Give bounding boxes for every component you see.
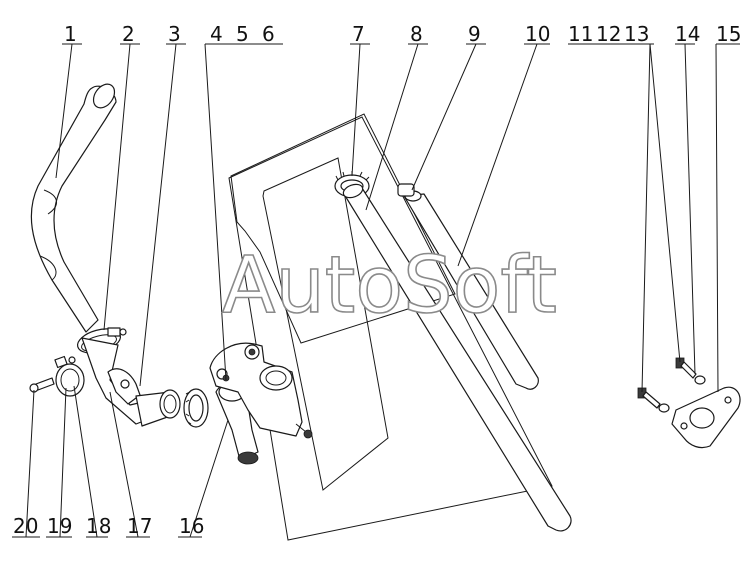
bolt-right <box>675 357 706 385</box>
kit-outline-inner <box>262 157 389 491</box>
hose-cap <box>397 183 415 197</box>
callout-leaders <box>12 43 740 538</box>
callout-5: 5 <box>236 22 249 46</box>
callout-4: 4 <box>210 22 223 46</box>
callout-2: 2 <box>122 22 135 46</box>
callout-19: 19 <box>47 514 72 538</box>
callout-12: 12 <box>596 22 621 46</box>
callout-11: 11 <box>568 22 593 46</box>
long-straight-hose <box>342 183 572 532</box>
callout-8: 8 <box>410 22 423 46</box>
callout-labels-top: 1 2 3 4 5 6 7 8 9 10 11 12 13 14 15 <box>64 22 741 46</box>
callout-1: 1 <box>64 22 77 46</box>
callout-14: 14 <box>675 22 700 46</box>
flange-gasket <box>671 386 741 449</box>
callout-16: 16 <box>179 514 204 538</box>
small-clamp-assembly <box>29 355 85 397</box>
callout-17: 17 <box>127 514 152 538</box>
callout-18: 18 <box>86 514 111 538</box>
filter-housing <box>209 342 313 439</box>
callout-20: 20 <box>13 514 38 538</box>
callout-6: 6 <box>262 22 275 46</box>
bent-hose <box>30 83 117 333</box>
callout-13: 13 <box>624 22 649 46</box>
callout-3: 3 <box>168 22 181 46</box>
bolt-left <box>637 387 670 413</box>
metal-pipe <box>81 337 181 427</box>
watermark-text: AutoSoft <box>222 241 557 331</box>
callout-7: 7 <box>352 22 365 46</box>
callout-10: 10 <box>525 22 550 46</box>
ribbed-clamp-lower <box>183 388 209 428</box>
callout-9: 9 <box>468 22 481 46</box>
callout-labels-bottom: 20 19 18 17 16 <box>13 514 204 538</box>
callout-15: 15 <box>716 22 741 46</box>
